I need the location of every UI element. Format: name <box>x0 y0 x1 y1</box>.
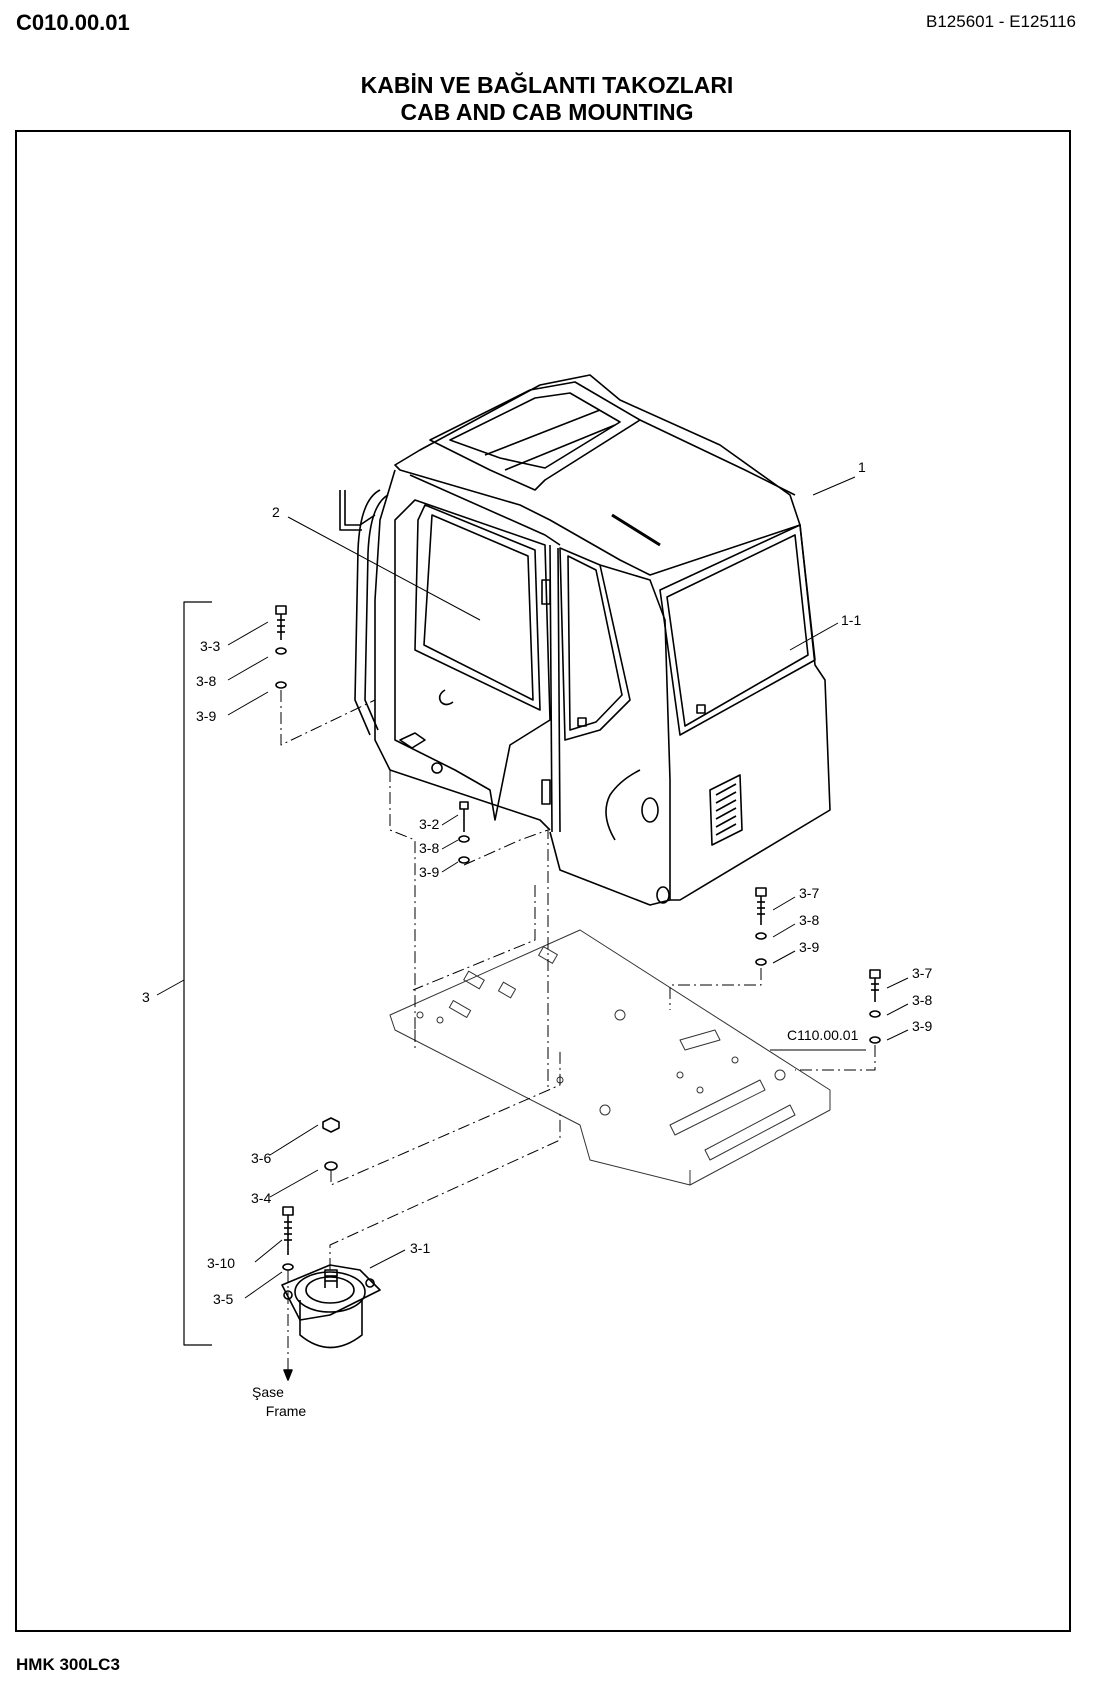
bolt-3-7-b <box>869 969 881 1044</box>
assembly-lines <box>280 690 876 1375</box>
callout-frame: Frame <box>266 1403 307 1419</box>
callout-3-6: 3-6 <box>251 1150 271 1166</box>
callout-3-9-a: 3-9 <box>196 708 216 724</box>
callout-3-8-a: 3-8 <box>196 673 216 689</box>
model-name: HMK 300LC3 <box>16 1655 120 1674</box>
bolt-3-2 <box>458 801 470 864</box>
title-english: CAB AND CAB MOUNTING <box>400 99 694 125</box>
callout-3-10: 3-10 <box>207 1255 235 1271</box>
page-code: C010.00.01 <box>16 10 130 35</box>
callout-3-8-c: 3-8 <box>799 912 819 928</box>
callout-3-8-d: 3-8 <box>912 992 932 1008</box>
cab-body <box>339 374 831 906</box>
callout-3-8-b: 3-8 <box>419 840 439 856</box>
bolt-3-3 <box>275 605 287 689</box>
bolt-3-7-a <box>755 887 767 966</box>
floor-plate <box>389 929 831 1186</box>
bolt-3-10 <box>282 1206 294 1271</box>
callout-3-9-b: 3-9 <box>419 864 439 880</box>
callout-ref-c110: C110.00.01 <box>787 1027 859 1043</box>
callout-1-1: 1-1 <box>841 612 861 628</box>
drawing-frame <box>15 130 1071 1632</box>
callout-2: 2 <box>272 504 280 520</box>
title-turkish: KABİN VE BAĞLANTI TAKOZLARI <box>360 72 734 98</box>
cab-mount-rubber <box>281 1264 381 1349</box>
callout-sase: Şase <box>252 1384 284 1400</box>
callout-3-9-c: 3-9 <box>799 939 819 955</box>
callout-3-7-a: 3-7 <box>799 885 819 901</box>
callout-3-2: 3-2 <box>419 816 439 832</box>
callout-3-3: 3-3 <box>200 638 220 654</box>
callout-3-1: 3-1 <box>410 1240 430 1256</box>
callout-3: 3 <box>142 989 150 1005</box>
callout-3-9-d: 3-9 <box>912 1018 932 1034</box>
callout-3-4: 3-4 <box>251 1190 271 1206</box>
callout-1: 1 <box>858 459 866 475</box>
serial-range: B125601 - E125116 <box>926 12 1076 31</box>
callout-3-7-b: 3-7 <box>912 965 932 981</box>
callout-3-5: 3-5 <box>213 1291 233 1307</box>
nut-3-6 <box>322 1117 340 1171</box>
